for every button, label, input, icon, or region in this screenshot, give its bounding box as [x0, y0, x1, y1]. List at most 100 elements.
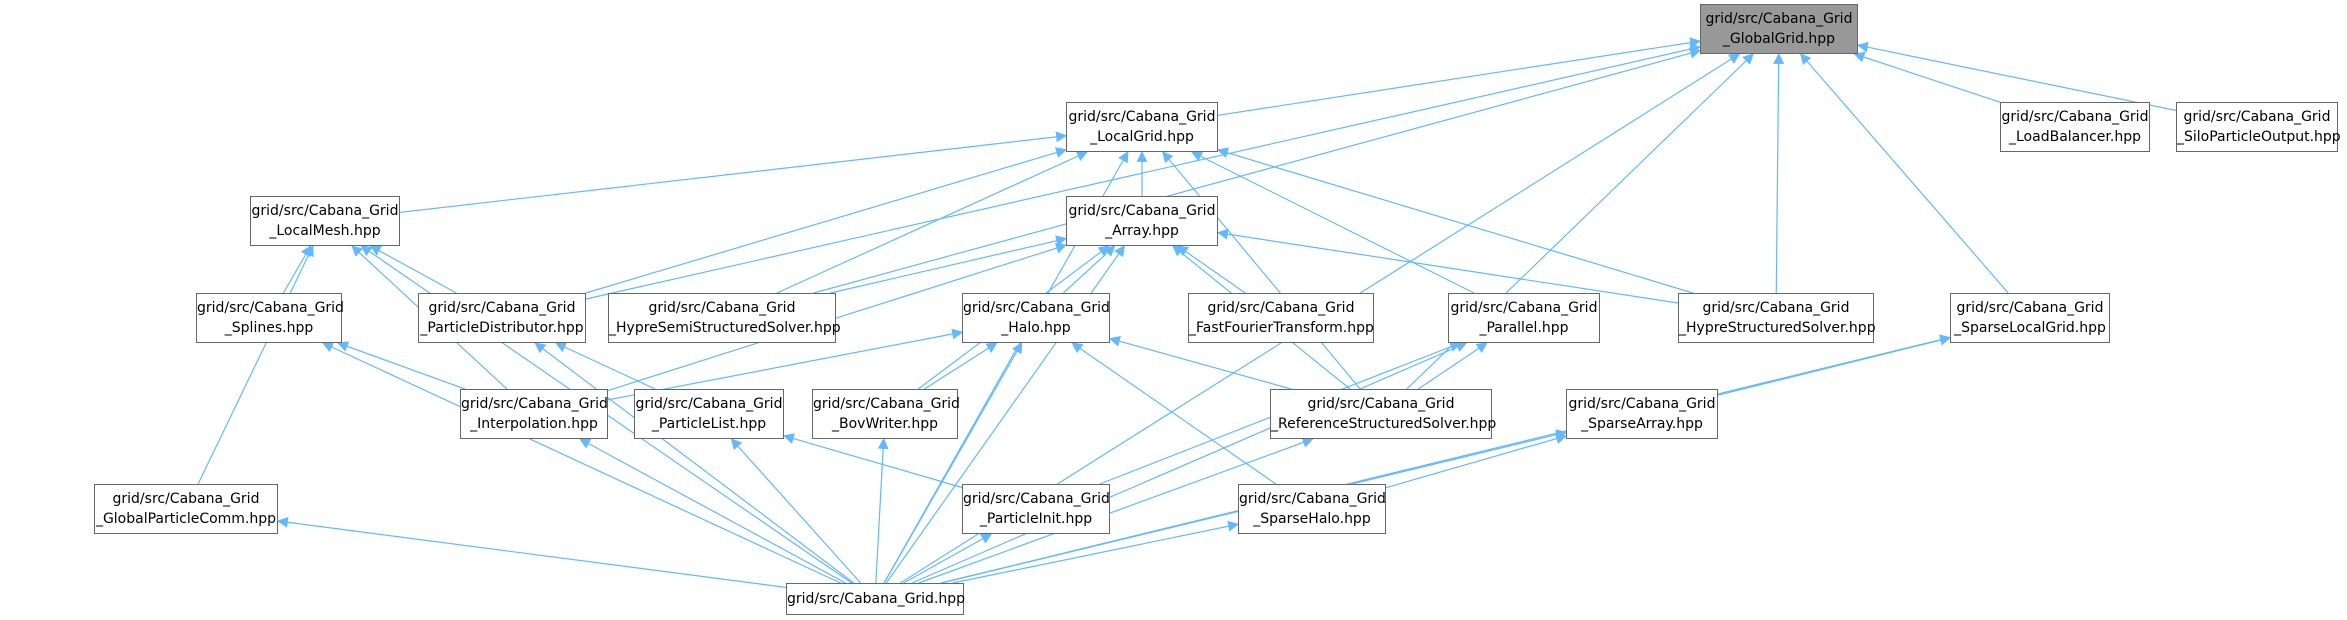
node-label-line: grid/src/Cabana_Grid	[428, 300, 576, 316]
node-label-line: grid/src/Cabana_Grid	[197, 300, 344, 316]
node-sparselocal[interactable]: grid/src/Cabana_Grid _SparseLocalGrid.hpp	[1950, 293, 2110, 343]
edge-sparsehalo-to-sparsearray	[1385, 433, 1568, 489]
node-label-line: grid/src/Cabana_Grid	[461, 396, 608, 412]
edge-grid-to-parallel	[911, 341, 1468, 584]
edge-splines-to-localmesh	[282, 245, 312, 294]
node-interp[interactable]: grid/src/Cabana_Grid _Interpolation.hpp	[460, 389, 608, 439]
node-label-line: grid/src/Cabana_Grid	[963, 300, 1110, 316]
node-label-line: _SparseArray.hpp	[1581, 416, 1703, 432]
node-gpcomm[interactable]: grid/src/Cabana_Grid _GlobalParticleComm.…	[94, 484, 278, 534]
node-label-line: _BovWriter.hpp	[832, 416, 938, 432]
node-label-line: _Array.hpp	[1105, 223, 1179, 239]
node-label-line: _GlobalParticleComm.hpp	[95, 511, 277, 527]
node-label-line: grid/src/Cabana_Grid	[251, 203, 399, 219]
node-refsolver[interactable]: grid/src/Cabana_Grid_ReferenceStructured…	[1270, 389, 1496, 439]
node-label-line: grid/src/Cabana_Grid.hpp	[787, 591, 966, 607]
node-silo[interactable]: grid/src/Cabana_Grid _SiloParticleOutput.…	[2176, 102, 2341, 152]
node-localmesh[interactable]: grid/src/Cabana_Grid_LocalMesh.hpp	[250, 196, 400, 246]
edge-grid-to-gpcomm	[276, 516, 787, 588]
node-label-line: grid/src/Cabana_Grid	[1702, 300, 1850, 316]
node-label-line: grid/src/Cabana_Grid	[2001, 109, 2149, 125]
edge-pdist-to-global	[585, 43, 1702, 300]
node-bov[interactable]: grid/src/Cabana_Grid _BovWriter.hpp	[812, 389, 960, 439]
node-label-line: grid/src/Cabana_Grid	[2183, 109, 2331, 125]
node-fft[interactable]: grid/src/Cabana_Grid_FastFourierTransfor…	[1188, 293, 1374, 343]
edge-fft-to-array	[1176, 245, 1246, 294]
node-label-line: _LocalGrid.hpp	[1090, 129, 1194, 145]
node-sparsearray[interactable]: grid/src/Cabana_Grid _SparseArray.hpp	[1566, 389, 1718, 439]
node-halo[interactable]: grid/src/Cabana_Grid _Halo.hpp	[962, 293, 1110, 343]
edge-localmesh-to-localgrid	[399, 131, 1068, 213]
node-label-line: _ParticleInit.hpp	[979, 511, 1093, 527]
node-label-line: grid/src/Cabana_Grid	[1207, 300, 1355, 316]
node-pdist[interactable]: grid/src/Cabana_Grid _ParticleDistributor…	[418, 293, 586, 343]
node-label-line: _Parallel.hpp	[1479, 320, 1569, 336]
node-label-line: _HypreSemiStructuredSolver.hpp	[609, 320, 841, 336]
edge-grid-to-bov	[875, 437, 889, 584]
node-label-line: grid/src/Cabana_Grid	[635, 396, 783, 412]
node-label-line: grid/src/Cabana_Grid	[1307, 396, 1455, 412]
edge-refsolver-to-parallel	[1417, 342, 1488, 390]
edge-grid-to-sparsehalo	[952, 520, 1240, 584]
node-array[interactable]: grid/src/Cabana_Grid _Array.hpp	[1066, 196, 1218, 246]
node-localgrid[interactable]: grid/src/Cabana_Grid _LocalGrid.hpp	[1066, 102, 1218, 152]
edge-loadbal-to-global	[1853, 51, 2001, 103]
node-hypresemi[interactable]: grid/src/Cabana_Grid _HypreSemiStructured…	[608, 293, 841, 343]
edge-interp-to-array	[607, 242, 1068, 392]
edge-grid-to-pdist	[534, 342, 855, 584]
edge-plist-to-pdist	[554, 342, 656, 390]
node-label-line: grid/src/Cabana_Grid	[1068, 109, 1216, 125]
node-label-line: grid/src/Cabana_Grid	[648, 300, 796, 316]
node-label-line: grid/src/Cabana_Grid	[112, 491, 260, 507]
node-label-line: _ParticleList.hpp	[651, 416, 767, 432]
node-parallel[interactable]: grid/src/Cabana_Grid _Parallel.hpp	[1448, 293, 1600, 343]
node-splines[interactable]: grid/src/Cabana_Grid _Splines.hpp	[196, 293, 344, 343]
edge-sparsehalo-to-halo	[1071, 342, 1277, 485]
node-hyprestruct[interactable]: grid/src/Cabana_Grid _HypreStructuredSolv…	[1678, 293, 1876, 343]
node-label-line: _HypreStructuredSolver.hpp	[1679, 320, 1876, 336]
node-label-line: grid/src/Cabana_Grid	[1450, 300, 1598, 316]
edge-interp-to-halo	[607, 328, 964, 401]
edge-grid-to-splines	[321, 342, 841, 584]
node-label-line: _SiloParticleOutput.hpp	[2177, 129, 2341, 145]
node-label-line: _SparseHalo.hpp	[1253, 511, 1371, 527]
edge-grid-to-halo	[883, 342, 1023, 584]
node-label-line: _LoadBalancer.hpp	[2009, 129, 2141, 145]
node-label-line: grid/src/Cabana_Grid	[1568, 396, 1716, 412]
node-loadbal[interactable]: grid/src/Cabana_Grid _LoadBalancer.hpp	[2000, 102, 2150, 152]
node-pinit[interactable]: grid/src/Cabana_Grid _ParticleInit.hpp	[962, 484, 1110, 534]
edge-grid-to-refsolver	[918, 437, 1314, 584]
node-global[interactable]: grid/src/Cabana_Grid _GlobalGrid.hpp	[1700, 4, 1858, 54]
edge-gpcomm-to-localmesh	[197, 245, 314, 485]
node-label-line: grid/src/Cabana_Grid	[963, 491, 1110, 507]
node-label-line: grid/src/Cabana_Grid	[1705, 11, 1853, 27]
edge-hyprestruct-to-localgrid	[1216, 147, 1694, 294]
node-grid[interactable]: grid/src/Cabana_Grid.hpp	[786, 583, 966, 615]
edge-hypresemi-to-localgrid	[776, 151, 1089, 294]
node-label-line: _Halo.hpp	[1001, 320, 1071, 336]
edge-grid-to-interp	[579, 438, 846, 584]
node-sparsehalo[interactable]: grid/src/Cabana_Grid _SparseHalo.hpp	[1238, 484, 1386, 534]
node-label-line: _ParticleDistributor.hpp	[420, 320, 584, 336]
node-label-line: _GlobalGrid.hpp	[1722, 31, 1836, 47]
edge-grid-to-plist	[730, 438, 862, 584]
node-label-line: grid/src/Cabana_Grid	[1068, 203, 1216, 219]
edge-grid-to-pinit	[903, 533, 993, 584]
node-plist[interactable]: grid/src/Cabana_Grid _ParticleList.hpp	[634, 389, 784, 439]
edge-interp-to-splines	[336, 341, 466, 390]
edge-bov-to-halo	[924, 342, 998, 390]
edge-hyprestruct-to-global	[1773, 52, 1785, 294]
node-label-line: grid/src/Cabana_Grid	[1956, 300, 2104, 316]
edge-silo-to-global	[1856, 41, 2177, 111]
node-label-line: grid/src/Cabana_Grid	[1239, 491, 1386, 507]
node-label-line: _Splines.hpp	[224, 320, 314, 336]
node-label-line: _SparseLocalGrid.hpp	[1954, 320, 2106, 336]
edge-pdist-to-localmesh	[369, 245, 457, 294]
node-label-line: grid/src/Cabana_Grid	[813, 396, 960, 412]
edge-parallel-to-localgrid	[1191, 151, 1475, 294]
node-label-line: _Interpolation.hpp	[470, 416, 598, 432]
edge-refsolver-to-localgrid	[1162, 151, 1361, 390]
edge-hyprestruct-to-array	[1216, 228, 1679, 304]
edge-sparselocal-to-global	[1799, 53, 2009, 294]
